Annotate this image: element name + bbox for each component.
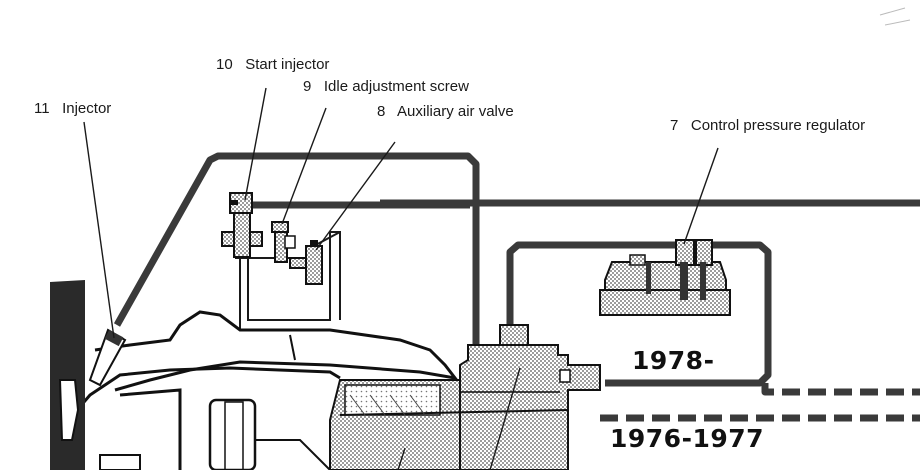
intake-manifold: [58, 310, 459, 431]
label-aux-air-valve-text: Auxiliary air valve: [397, 103, 514, 120]
leader-8: [315, 141, 396, 251]
label-start-injector: 10 Start injector: [216, 56, 329, 74]
label-start-injector-text: Start injector: [245, 56, 330, 73]
label-aux-air-valve: 8 Auxiliary air valve: [377, 103, 514, 121]
injector-fuel-line: [113, 152, 480, 370]
leader-11: [83, 121, 115, 339]
leader-10: [244, 87, 267, 201]
label-injector-number: 11: [34, 100, 50, 117]
label-control-pressure-regulator-text: Control pressure regulator: [690, 117, 866, 134]
year-label-1976-1977: 1976-1977: [610, 424, 765, 453]
leader-7: [683, 147, 719, 245]
control-pressure-line-1976: [600, 383, 920, 422]
label-idle-screw-number: 9: [303, 78, 312, 95]
idle-screw-body: [271, 221, 311, 269]
leader-6: [489, 367, 521, 471]
label-injector: 11 Injector: [34, 100, 111, 118]
label-start-injector-number: 10: [216, 56, 233, 73]
label-injector-text: Injector: [62, 100, 112, 117]
start-injector-body: [221, 192, 263, 258]
leader-5: [397, 447, 406, 471]
leader-9: [281, 107, 327, 225]
label-idle-screw: 9 Idle adjustment screw: [303, 78, 469, 96]
scan-marks: [879, 7, 911, 26]
aux-air-valve-body: [305, 240, 323, 285]
leader-lines: [83, 87, 719, 471]
label-idle-screw-text: Idle adjustment screw: [323, 78, 469, 95]
label-control-pressure-regulator: 7 Control pressure regulator: [670, 117, 865, 135]
year-label-1978: 1978-: [632, 346, 715, 375]
fuel-distributor: [329, 324, 601, 471]
label-control-pressure-regulator-number: 7: [670, 117, 679, 134]
control-pressure-regulator-body: [599, 239, 731, 316]
label-aux-air-valve-number: 8: [377, 103, 386, 120]
